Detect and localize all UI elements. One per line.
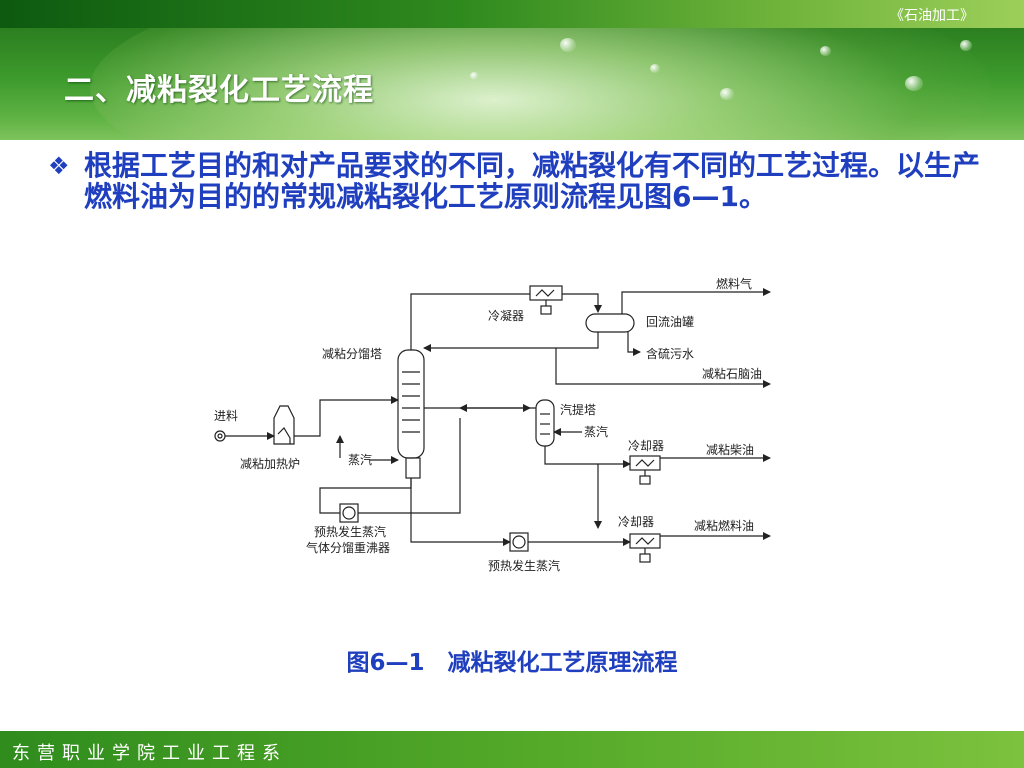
fractionator-tower-base [405,457,421,479]
label-reboiler-line2: 气体分馏重沸器 [306,540,390,555]
page-title: 二、减粘裂化工艺流程 [64,73,374,108]
water-drop-decoration [720,88,734,100]
water-drop-decoration [470,72,479,80]
top-strip: 《石油加工》 [0,0,1024,28]
reboiler-return-line [358,418,461,514]
fractionator-tower-top [397,349,425,459]
fuel-oil-line [410,478,511,546]
water-drop-decoration [820,46,831,56]
label-feed: 进料 [214,409,238,423]
label-reboiler-line1: 预热发生蒸汽 [314,524,386,539]
label-condenser: 冷凝器 [488,308,524,323]
overhead-vapor-line [410,293,530,350]
sour-water-line [627,332,641,356]
label-cooler-1: 冷却器 [628,439,664,453]
flow-diagram-svg: 燃料气 冷凝器 回流油罐 含硫污水 减粘分馏塔 减粘石脑油 进料 汽提塔 蒸汽 … [214,276,771,573]
footer-organization: 东营职业学院工业工程系 [12,743,287,764]
water-drop-decoration [650,64,660,73]
diamond-bullet-icon: ❖ [48,152,70,180]
footer-bar: 东营职业学院工业工程系 [0,731,1024,768]
figure-caption: 图6—1 减粘裂化工艺原理流程 [346,650,678,676]
label-heater: 减粘加热炉 [240,456,300,471]
condenser-symbol [529,285,563,301]
fuel-gas-line [621,288,771,314]
bullet-text: 根据工艺目的和对产品要求的不同，减粘裂化有不同的工艺过程。以生产燃料油为目的的常… [84,149,981,213]
bottoms-line [319,478,412,514]
label-steam-main: 蒸汽 [348,452,372,467]
label-diesel: 减粘柴油 [706,442,754,457]
label-sour-water: 含硫污水 [646,346,694,361]
bullet-paragraph: ❖ 根据工艺目的和对产品要求的不同，减粘裂化有不同的工艺过程。以生产燃料油为目的… [48,150,988,212]
heater-outlet-line [294,396,399,437]
naphtha-line [555,348,771,388]
water-drop-decoration [960,40,972,51]
water-drop-decoration [560,38,576,52]
reflux-line [423,340,599,352]
label-reflux-drum: 回流油罐 [646,315,694,329]
diesel-line [544,446,631,468]
reflux-drum-symbol [585,313,635,333]
label-fuel-gas: 燃料气 [716,276,752,291]
stripper-symbol [535,399,555,447]
label-stripper: 汽提塔 [560,402,596,417]
label-steam-stripper: 蒸汽 [584,424,608,439]
header-banner [0,28,1024,140]
feed-inlet-symbol [214,430,226,442]
label-naphtha: 减粘石脑油 [702,366,762,381]
process-flow-diagram: 燃料气 冷凝器 回流油罐 含硫污水 减粘分馏塔 减粘石脑油 进料 汽提塔 蒸汽 … [210,268,780,580]
water-drop-decoration [905,76,923,91]
label-preheat: 预热发生蒸汽 [488,558,560,573]
course-title: 《石油加工》 [890,8,974,24]
label-cooler-2: 冷却器 [618,515,654,529]
label-fractionator: 减粘分馏塔 [322,346,382,361]
label-fuel-oil: 减粘燃料油 [694,518,754,533]
heater-symbol [273,405,295,445]
